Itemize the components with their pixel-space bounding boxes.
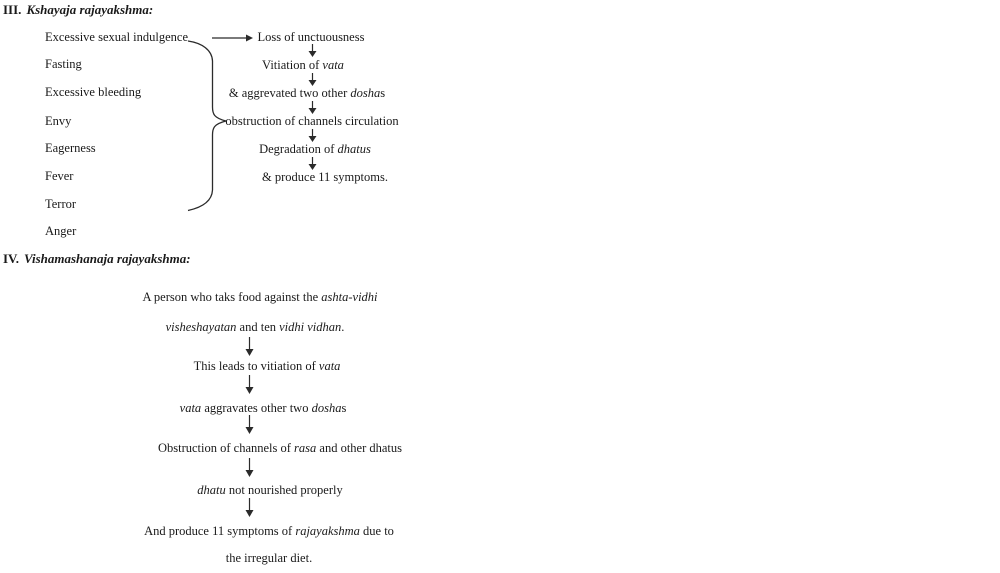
effect-step: Vitiation of vata	[262, 58, 344, 72]
right-arrow-icon	[212, 34, 253, 42]
down-arrow-icon	[245, 458, 254, 477]
cause-item: Envy	[45, 114, 72, 128]
cause-item: Fever	[45, 169, 74, 183]
flow-step: A person who taks food against the ashta…	[142, 290, 378, 304]
down-arrow-icon	[308, 157, 317, 170]
section-iii-numeral: III.	[3, 2, 22, 17]
flow-step: visheshayatan and ten vidhi vidhan.	[165, 320, 345, 334]
curly-brace	[187, 40, 227, 212]
cause-item: Eagerness	[45, 141, 96, 155]
down-arrow-icon	[308, 129, 317, 142]
flow-step: And produce 11 symptoms of rajayakshma d…	[144, 524, 394, 538]
effect-step: Degradation of dhatus	[259, 142, 371, 156]
section-iv-numeral: IV.	[3, 251, 20, 266]
effect-step: & aggrevated two other doshas	[228, 86, 386, 100]
flow-step: the irregular diet.	[225, 551, 313, 565]
section-iv-title: Vishamashanaja rajayakshma:	[24, 251, 191, 266]
effect-step: Loss of unctuousness	[257, 30, 365, 44]
down-arrow-icon	[308, 101, 317, 114]
down-arrow-icon	[308, 44, 317, 57]
flow-step: dhatu not nourished properly	[197, 483, 343, 497]
cause-item: Terror	[45, 197, 77, 211]
section-iv-heading: IV. Vishamashanaja rajayakshma:	[3, 251, 191, 267]
effect-step: & produce 11 symptoms.	[262, 170, 388, 184]
down-arrow-icon	[308, 73, 317, 86]
section-iii-title: Kshayaja rajayakshma:	[26, 2, 154, 17]
effect-step: obstruction of channels circulation	[225, 114, 399, 128]
cause-item: Excessive sexual indulgence	[45, 30, 189, 44]
down-arrow-icon	[245, 337, 254, 356]
cause-item: Fasting	[45, 57, 82, 71]
flow-step: vata aggravates other two doshas	[179, 401, 347, 415]
down-arrow-icon	[245, 415, 254, 434]
cause-item: Anger	[45, 224, 77, 238]
flow-step: This leads to vitiation of vata	[193, 359, 341, 373]
down-arrow-icon	[245, 375, 254, 394]
down-arrow-icon	[245, 498, 254, 517]
cause-item: Excessive bleeding	[45, 85, 142, 99]
flow-step: Obstruction of channels of rasa and othe…	[157, 441, 403, 455]
section-iii-heading: III. Kshayaja rajayakshma:	[3, 2, 153, 18]
